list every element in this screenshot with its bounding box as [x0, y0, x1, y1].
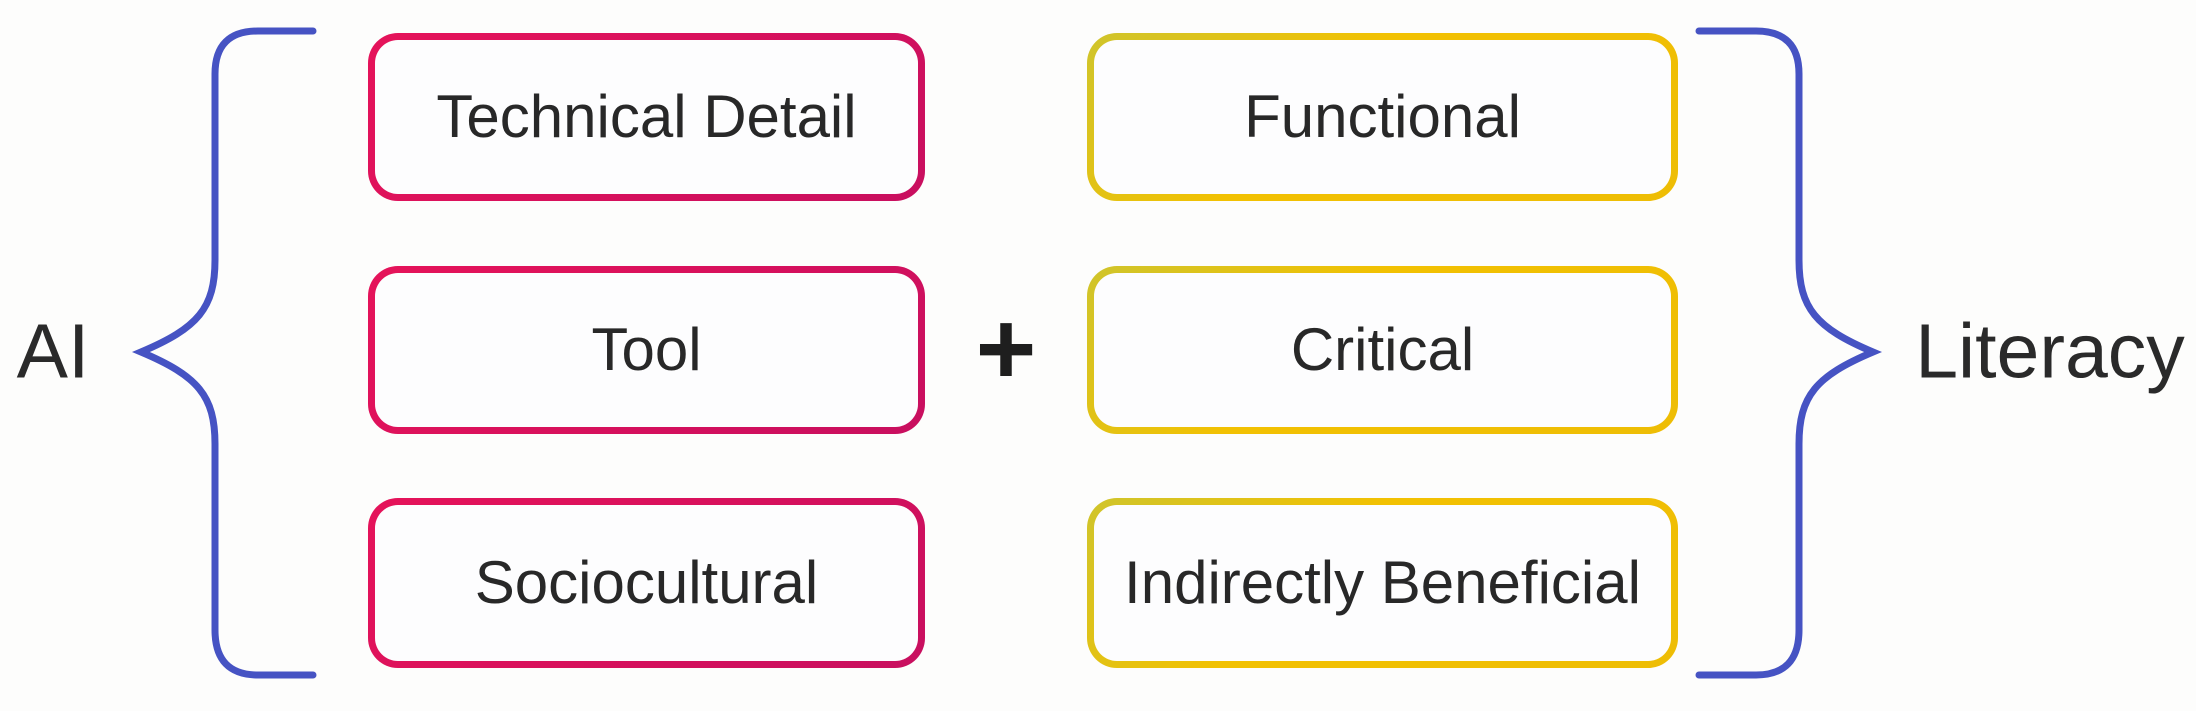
box-label: Critical: [1290, 316, 1475, 383]
box-label: Indirectly Beneficial: [1124, 549, 1641, 616]
box-label: Sociocultural: [474, 549, 819, 616]
box-sociocultural: Sociocultural: [368, 498, 925, 668]
box-tool: Tool: [368, 266, 925, 434]
box-functional: Functional: [1087, 33, 1678, 201]
literacy-label: Literacy: [1915, 308, 2185, 395]
box-inner: Technical Detail: [375, 40, 918, 194]
box-label: Tool: [591, 316, 702, 383]
box-label: Technical Detail: [436, 83, 857, 150]
box-inner: Critical: [1094, 273, 1671, 427]
box-technical-detail: Technical Detail: [368, 33, 925, 201]
box-inner: Functional: [1094, 40, 1671, 194]
box-indirectly-beneficial: Indirectly Beneficial: [1087, 498, 1678, 668]
box-label: Functional: [1244, 83, 1521, 150]
left-brace: [131, 27, 317, 679]
right-brace: [1695, 27, 1883, 679]
plus-operator: +: [975, 290, 1037, 407]
box-inner: Tool: [375, 273, 918, 427]
ai-label: AI: [16, 308, 90, 395]
box-inner: Indirectly Beneficial: [1094, 505, 1671, 661]
box-critical: Critical: [1087, 266, 1678, 434]
box-inner: Sociocultural: [375, 505, 918, 661]
